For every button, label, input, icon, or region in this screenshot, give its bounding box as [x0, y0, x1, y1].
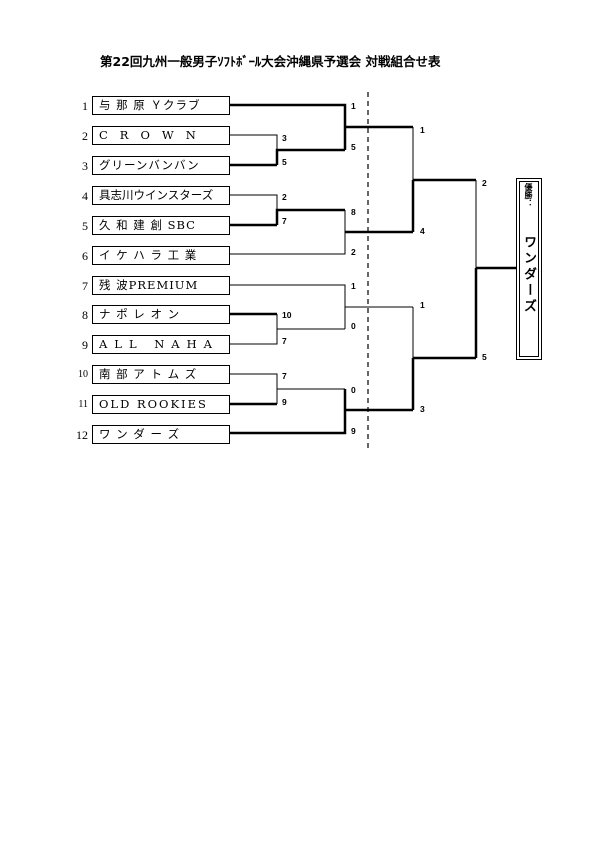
- score: 2: [282, 192, 287, 202]
- score: 1: [351, 281, 356, 291]
- team-box: 与 那 原 Ｙクラブ: [92, 96, 230, 115]
- score: 7: [282, 336, 287, 346]
- score: 3: [282, 133, 287, 143]
- team-box: CROWN: [92, 126, 230, 145]
- score: 10: [282, 310, 292, 320]
- team-box: 南 部 ア ト ム ズ: [92, 365, 230, 384]
- score: 1: [420, 300, 425, 310]
- champion-label: 優勝：: [524, 183, 533, 207]
- seed-number: 5: [82, 219, 88, 233]
- champion-name: ワンダーズ: [521, 235, 536, 315]
- team-box: イ ケ ハ ラ 工 業: [92, 246, 230, 265]
- score: 8: [351, 207, 356, 217]
- seed-number: 2: [82, 129, 88, 143]
- score: 9: [351, 426, 356, 436]
- score: 2: [482, 178, 487, 188]
- score: 1: [351, 101, 356, 111]
- score: 0: [351, 321, 356, 331]
- score: 2: [351, 247, 356, 257]
- team-box: ナ ポ レ オ ン: [92, 305, 230, 324]
- score: 7: [282, 216, 287, 226]
- score: 4: [420, 226, 425, 236]
- seed-number: 4: [82, 189, 88, 203]
- seed-number: 9: [82, 338, 88, 352]
- champion-box: 優勝： ワンダーズ: [516, 178, 542, 360]
- team-box: 具志川ウインスターズ: [92, 186, 230, 205]
- champion-inner-frame: [519, 181, 539, 357]
- score: 9: [282, 397, 287, 407]
- seed-number: 11: [78, 399, 88, 410]
- score: 1: [420, 125, 425, 135]
- score: 5: [282, 157, 287, 167]
- score: 5: [351, 142, 356, 152]
- seed-number: 7: [82, 279, 88, 293]
- seed-number: 12: [76, 428, 88, 442]
- seed-number: 3: [82, 159, 88, 173]
- team-box: ワ ン ダ ー ズ: [92, 425, 230, 444]
- seed-number: 6: [82, 249, 88, 263]
- seed-number: 8: [82, 308, 88, 322]
- score: 5: [482, 352, 487, 362]
- page-title: 第22回九州一般男子ｿﾌﾄﾎﾞｰﾙ大会沖縄県予選会 対戦組合せ表: [100, 54, 441, 69]
- seed-number: 1: [82, 99, 88, 113]
- team-box: OLD ROOKIES: [92, 395, 230, 414]
- score: 0: [351, 385, 356, 395]
- team-box: ALL NAHA: [92, 335, 230, 354]
- team-box: グリーンバンバン: [92, 156, 230, 175]
- team-box: 残 波PREMIUM: [92, 276, 230, 295]
- score: 3: [420, 404, 425, 414]
- score: 7: [282, 371, 287, 381]
- seed-number: 10: [78, 369, 88, 380]
- team-box: 久 和 建 創 SBC: [92, 216, 230, 235]
